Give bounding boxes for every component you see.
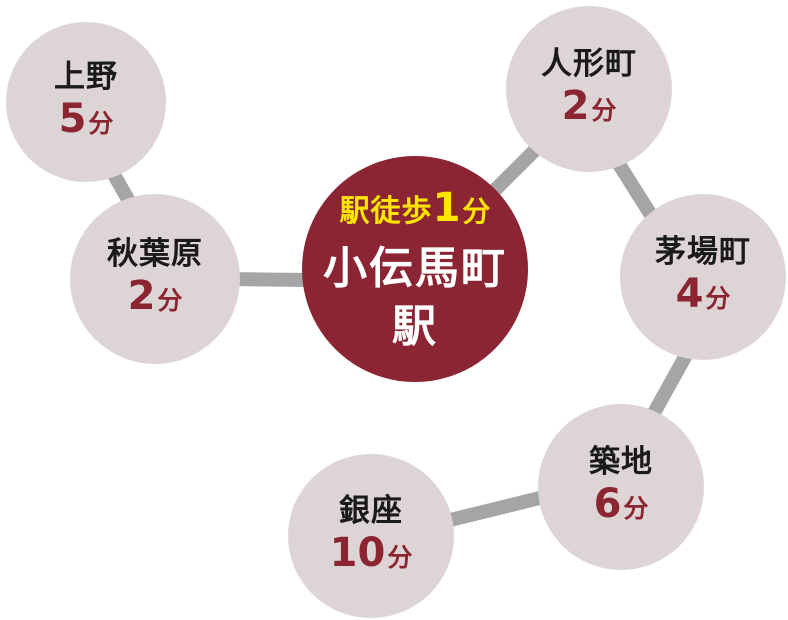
connector-akihabara-center [227,272,311,287]
station-name: 茅場町 [655,234,751,270]
station-node-akihabara: 秋葉原 2分 [70,194,240,364]
walk-time-value: 1 [432,185,461,231]
travel-time-value: 2 [127,273,156,319]
travel-time-unit: 分 [623,494,649,523]
travel-time: 4分 [676,271,731,325]
station-node-ningyocho: 人形町 2分 [506,6,672,172]
travel-time: 5分 [59,96,114,150]
center-station-kodemmacho: 駅徒歩1分 小伝馬町 駅 [302,156,528,382]
travel-time-value: 5 [58,96,87,142]
travel-time-value: 2 [561,83,590,129]
station-name: 上野 [54,59,118,95]
travel-time: 10分 [330,530,413,584]
station-node-ginza: 銀座 10分 [288,454,454,618]
travel-time-unit: 分 [705,284,731,313]
travel-time: 2分 [128,273,183,327]
travel-time: 6分 [594,481,649,535]
walk-time-unit: 分 [462,195,491,228]
travel-time-value: 10 [329,530,386,576]
station-node-tsukiji: 築地 6分 [538,404,704,570]
travel-time-value: 6 [593,481,622,527]
travel-time-unit: 分 [157,286,183,315]
travel-time: 2分 [562,83,617,137]
station-name: 築地 [589,444,653,480]
travel-time-value: 4 [675,271,704,317]
station-name: 秋葉原 [107,236,203,272]
center-station-name: 小伝馬町 [323,243,507,294]
station-node-ueno: 上野 5分 [6,22,166,182]
walk-label: 駅徒歩 [339,194,433,229]
center-station-suffix: 駅 [392,301,438,352]
station-node-kayabacho: 茅場町 4分 [620,194,786,360]
travel-time-unit: 分 [88,109,114,138]
station-name: 銀座 [339,493,403,529]
travel-time-unit: 分 [387,543,413,572]
travel-time-unit: 分 [591,96,617,125]
walk-time-badge: 駅徒歩1分 [340,184,491,240]
station-name: 人形町 [541,46,637,82]
